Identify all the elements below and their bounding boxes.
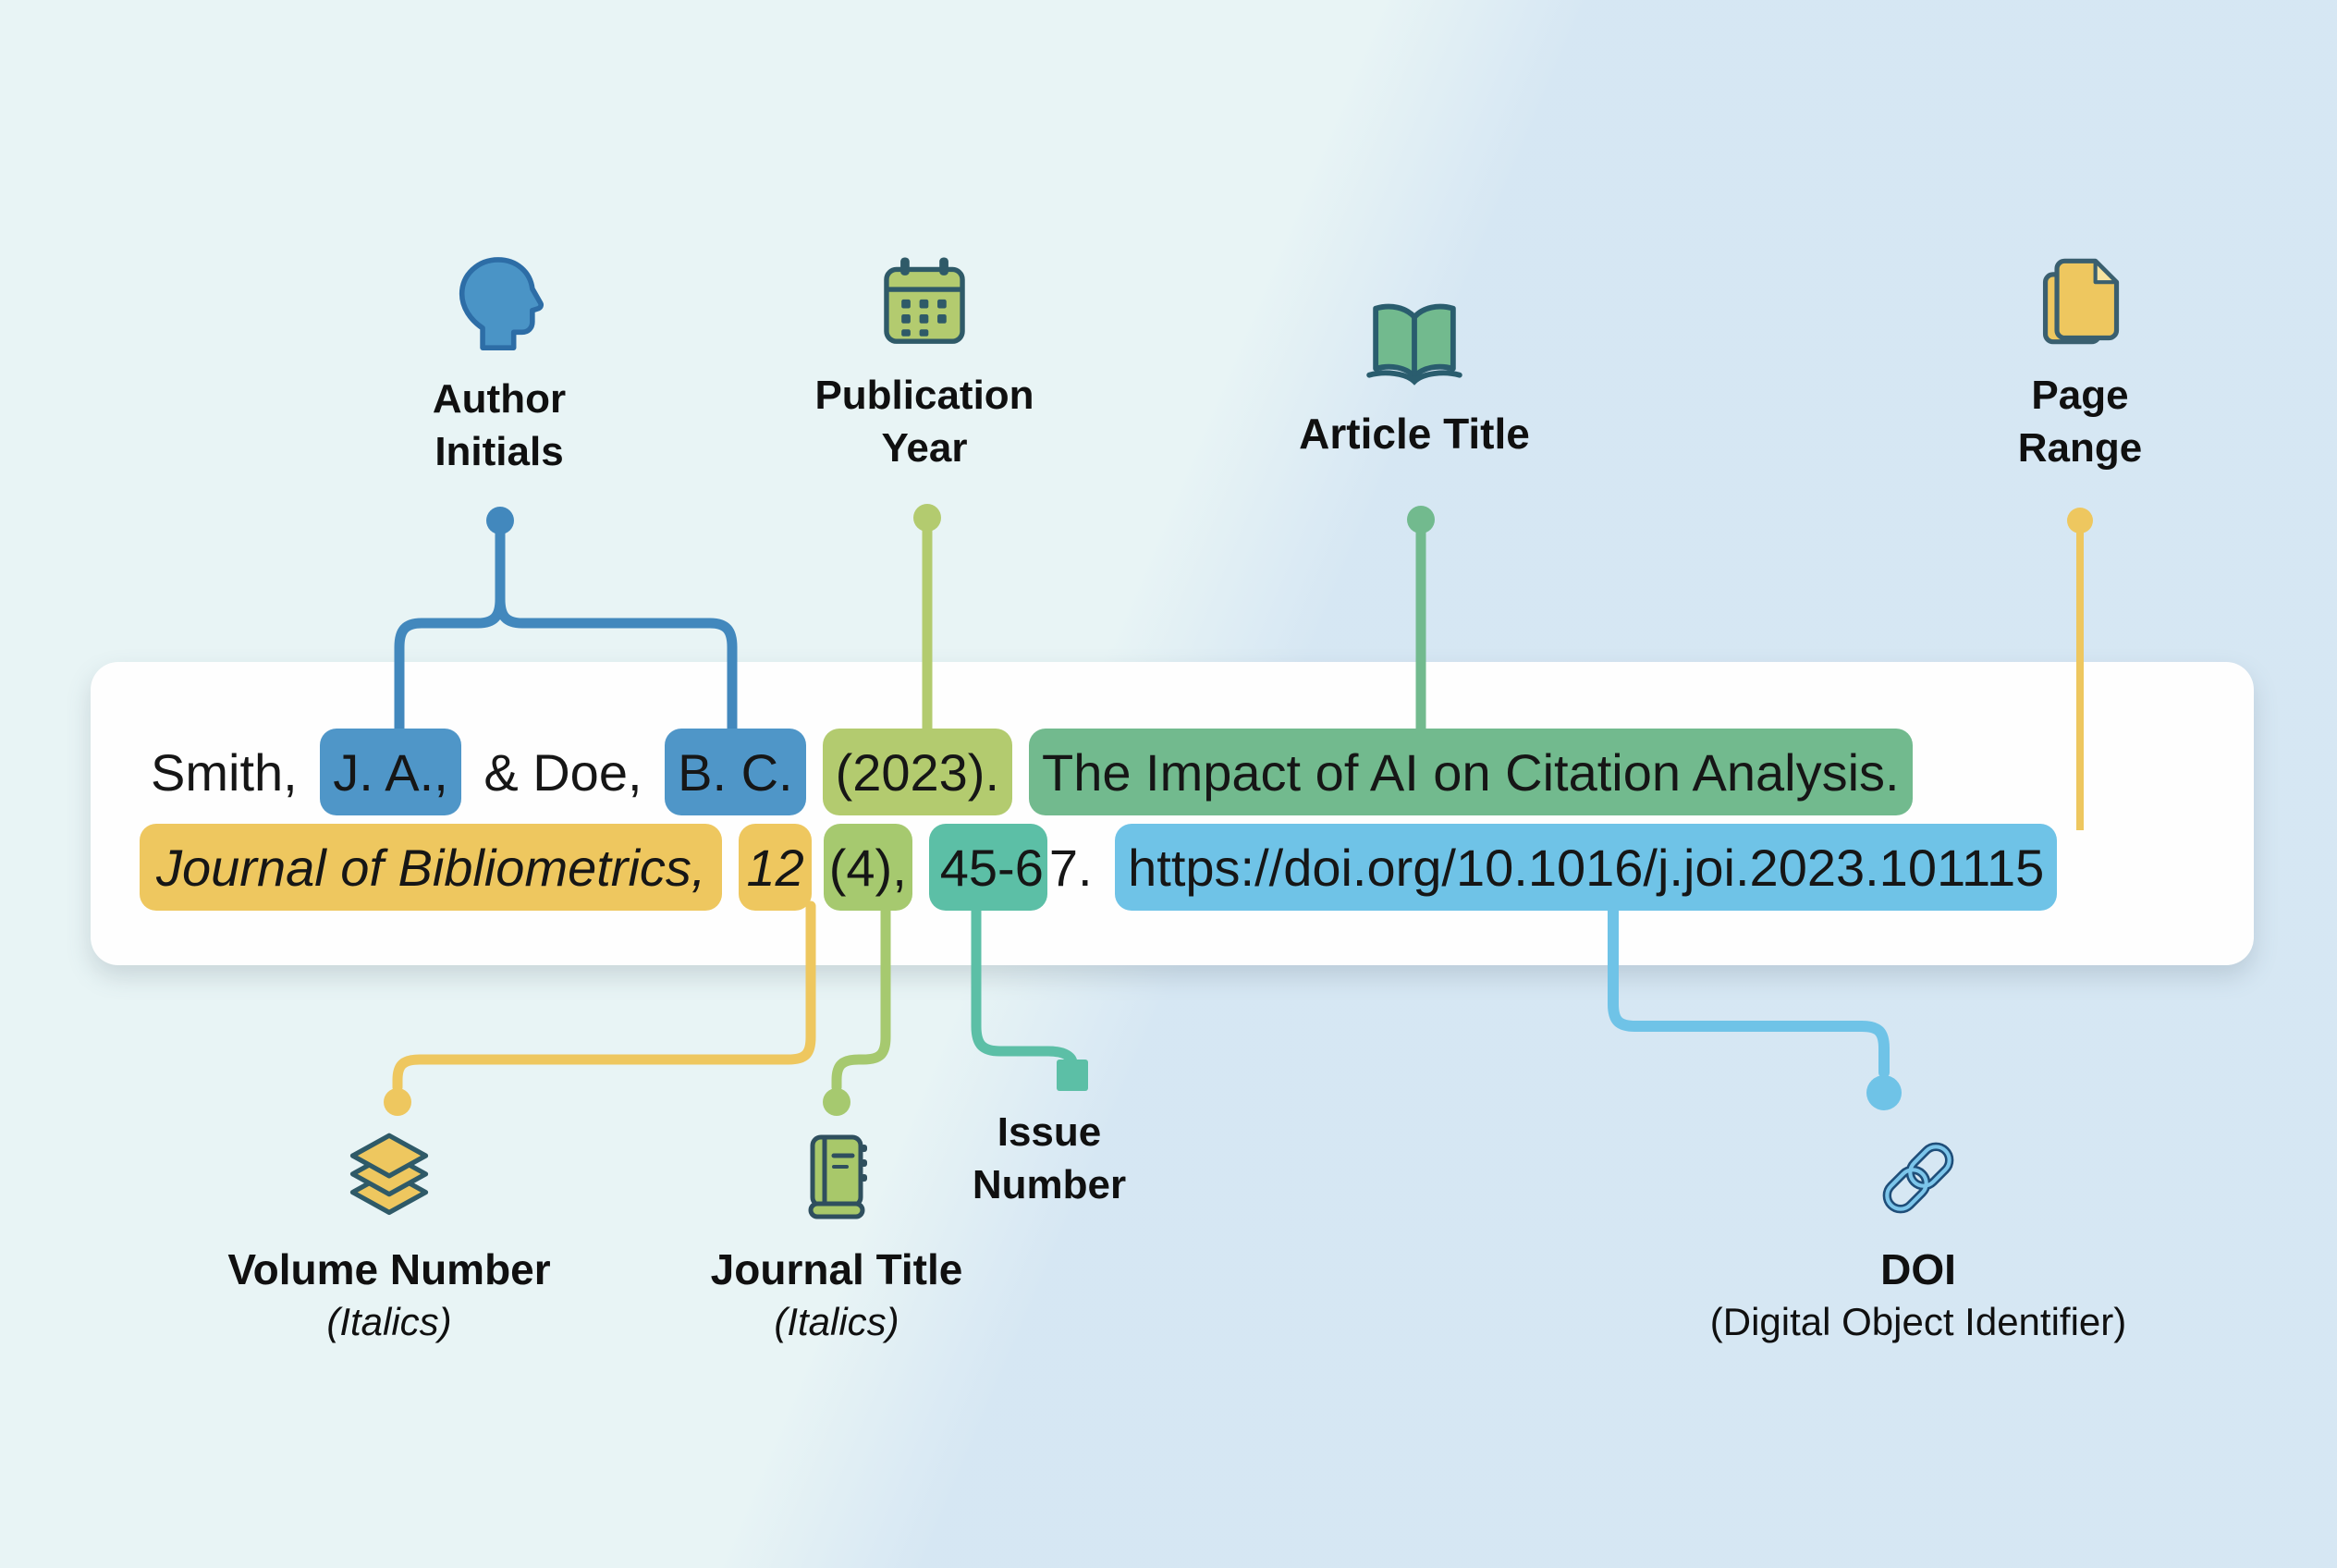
publication-label-line2: Year [881, 425, 968, 471]
issue-label-line1: Issue [997, 1109, 1102, 1155]
citation-author1-initials-highlight: J. A., [320, 729, 461, 815]
citation-page-range-highlight: 45-6 [928, 824, 1047, 911]
citation-issue-highlight: (4), [823, 824, 912, 911]
citation-line-1: Smith, J. A., & Doe, B. C. (2023). The I… [151, 729, 1921, 815]
journal-book-icon [790, 1130, 883, 1231]
volume-sublabel: (Italics) [326, 1300, 452, 1343]
citation-journal-title-highlight: Journal of Bibliometrics, [140, 824, 723, 911]
author-label-line1: Author [432, 376, 567, 422]
page-label-line2: Range [2017, 425, 2143, 471]
citation-author2-surname: & Doe, [469, 742, 657, 802]
layers-icon [341, 1130, 437, 1231]
citation-doi-highlight: https://doi.org/10.1016/j.joi.2023.10111… [1115, 824, 2058, 911]
journal-label: Journal Title [710, 1245, 963, 1293]
citation-year-highlight: (2023). [822, 729, 1012, 815]
publication-label-line1: Publication [814, 373, 1034, 418]
citation-author2-initials-highlight: B. C. [665, 729, 806, 815]
journal-sublabel: (Italics) [774, 1300, 899, 1343]
label-journal-title: Journal Title (Italics) [633, 1130, 1040, 1348]
doi-label: DOI [1880, 1245, 1956, 1293]
page-label-line1: Page [2031, 373, 2129, 418]
author-label-line2: Initials [434, 429, 564, 474]
label-publication-year: Publication Year [721, 251, 1128, 474]
issue-label-line2: Number [972, 1162, 1127, 1207]
article-label: Article Title [1299, 410, 1530, 458]
citation-volume-highlight: 12 [739, 824, 812, 911]
pages-icon [2032, 251, 2128, 356]
label-volume-number: Volume Number (Italics) [186, 1130, 593, 1348]
citation-page-range-tail: 7. [1048, 838, 1107, 897]
calendar-icon [875, 251, 974, 356]
link-icon [1870, 1130, 1966, 1231]
citation-line-2: Journal of Bibliometrics, 12 (4), 45-6 7… [131, 824, 2065, 911]
doi-sublabel: (Digital Object Identifier) [1709, 1300, 2127, 1343]
label-doi: DOI (Digital Object Identifier) [1678, 1130, 2159, 1348]
label-author-initials: Author Initials [296, 251, 703, 478]
open-book-icon [1360, 298, 1469, 395]
citation-article-title-highlight: The Impact of AI on Citation Analysis. [1029, 729, 1913, 815]
label-page-range: Page Range [1877, 251, 2283, 474]
label-article-title: Article Title [1211, 298, 1618, 460]
volume-label: Volume Number [227, 1245, 551, 1293]
label-issue-number: Issue Number [846, 1106, 1253, 1211]
citation-author1-surname: Smith, [151, 742, 312, 802]
person-head-icon [447, 251, 551, 360]
